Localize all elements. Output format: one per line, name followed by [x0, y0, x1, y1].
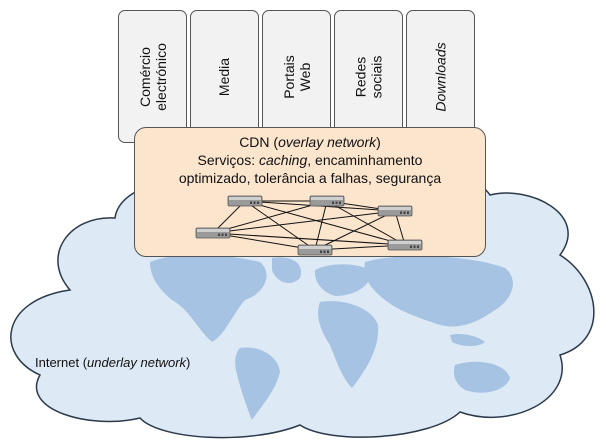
service-box-downloads: Downloads — [406, 10, 475, 143]
network-link — [314, 210, 396, 251]
cdn-overlay-box: CDN (overlay network) Serviços: caching,… — [134, 127, 486, 257]
internet-label-italic: underlay network — [87, 355, 187, 370]
server-icon — [297, 244, 333, 256]
africa-landmass — [318, 301, 379, 388]
server-network-graphic — [195, 195, 423, 256]
cdn-title: CDN (overlay network) — [135, 133, 485, 151]
network-servers — [195, 195, 423, 256]
server-icon — [377, 205, 413, 217]
service-box-redes-sociais: Redes sociais — [334, 10, 403, 143]
service-box-portais-web: Portais Web — [262, 10, 331, 143]
network-link — [314, 200, 328, 251]
service-label-downloads: Downloads — [432, 41, 449, 112]
cdn-services-line1: Serviços: caching, encaminhamento — [135, 151, 485, 169]
network-link — [326, 200, 406, 246]
cdn-services-prefix: Serviços: — [197, 152, 259, 168]
indonesia-islands — [450, 333, 485, 347]
north-america-landmass — [150, 254, 267, 342]
cdn-title-prefix: CDN ( — [239, 134, 279, 150]
asia-landmass — [364, 256, 513, 327]
service-box-comercio: Comércio electrónico — [118, 10, 187, 143]
server-icon — [227, 195, 263, 207]
internet-label-prefix: Internet ( — [35, 355, 88, 370]
network-link — [244, 200, 316, 251]
server-icon — [195, 227, 231, 239]
network-link — [212, 210, 396, 234]
internet-label: Internet (underlay network) — [35, 355, 190, 370]
greenland-landmass — [272, 257, 301, 284]
server-icon — [387, 239, 423, 251]
server-icon — [309, 195, 345, 207]
network-link — [212, 232, 406, 246]
cdn-services-rest: , encaminhamento — [307, 152, 423, 168]
cdn-services-line2: optimizado, tolerância a falhas, seguran… — [178, 170, 442, 186]
cdn-title-suffix: ) — [376, 134, 381, 150]
service-label-media: Media — [216, 57, 233, 96]
cdn-description: CDN (overlay network) Serviços: caching,… — [135, 133, 485, 187]
internet-label-suffix: ) — [186, 355, 191, 370]
network-links — [212, 200, 406, 251]
service-label-redes-sociais: Redes sociais — [352, 55, 385, 98]
south-america-landmass — [235, 347, 280, 420]
cdn-services-italic: caching — [259, 152, 308, 168]
world-map — [150, 254, 513, 420]
service-label-comercio: Comércio electrónico — [136, 42, 169, 111]
network-link — [212, 200, 328, 234]
service-label-portais-web: Portais Web — [280, 54, 313, 99]
europe-landmass — [314, 264, 372, 296]
service-box-media: Media — [190, 10, 259, 143]
network-link — [394, 210, 406, 246]
network-link — [244, 200, 406, 246]
australia-landmass — [453, 361, 510, 393]
cdn-title-italic: overlay network — [278, 134, 377, 150]
